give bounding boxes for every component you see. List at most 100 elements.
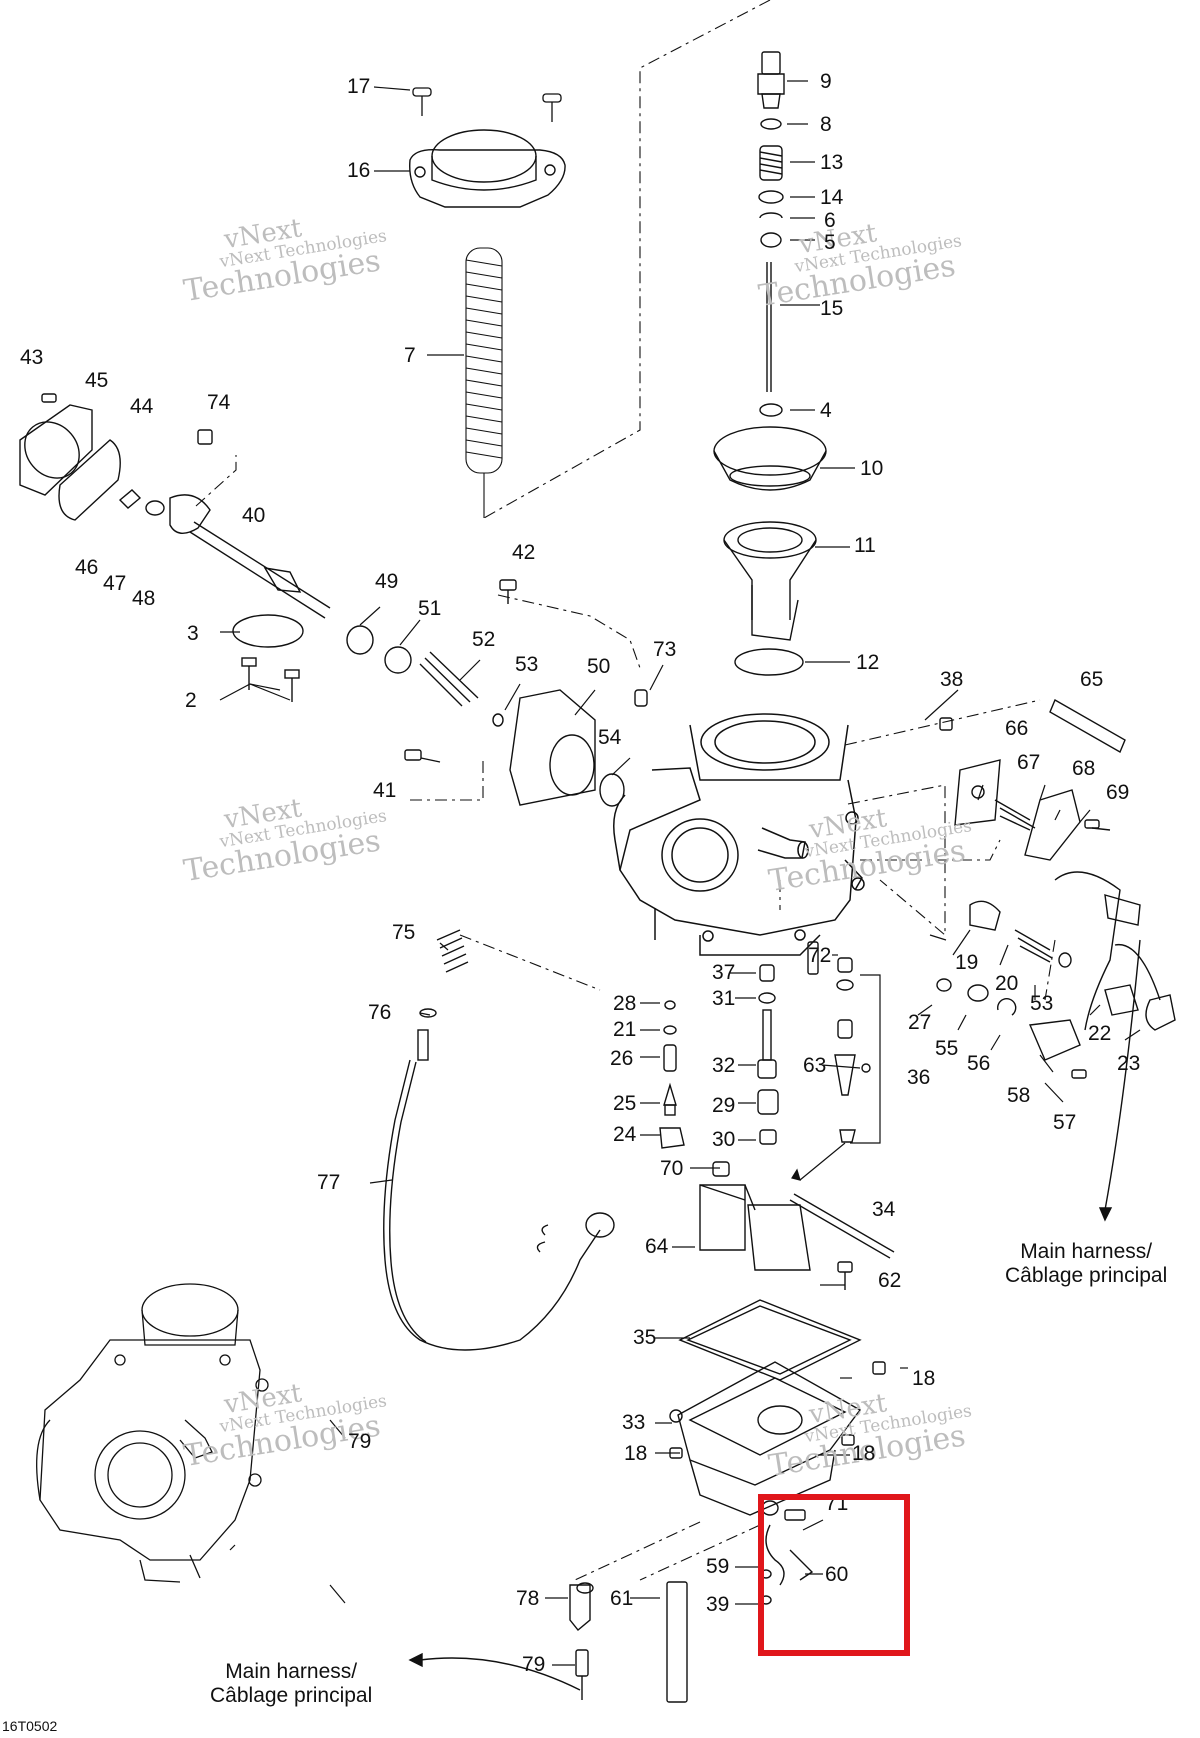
callout-label: 16 bbox=[347, 159, 371, 182]
callout-label: 58 bbox=[1007, 1084, 1031, 1107]
callout-label: 42 bbox=[512, 541, 536, 564]
callout-label: 69 bbox=[1106, 781, 1130, 804]
callout-label: 13 bbox=[820, 151, 844, 174]
bypass-group bbox=[346, 579, 648, 807]
callout-label: 18 bbox=[624, 1442, 648, 1465]
callout-label: 73 bbox=[653, 638, 677, 661]
jet-parts bbox=[659, 941, 871, 1177]
main-harness-note: Main harness/ Câblage principal bbox=[210, 1660, 373, 1708]
callout-label: 9 bbox=[820, 70, 832, 93]
callout-label: 59 bbox=[706, 1555, 730, 1578]
callout-label: 51 bbox=[418, 597, 442, 620]
callout-label: 10 bbox=[860, 457, 884, 480]
callout-label: 75 bbox=[392, 921, 416, 944]
callout-label: 61 bbox=[610, 1587, 634, 1610]
assembled-carburetor bbox=[36, 1283, 269, 1583]
callout-label: 15 bbox=[820, 297, 844, 320]
float-and-pin bbox=[699, 1184, 895, 1290]
needle-stack bbox=[757, 51, 785, 417]
callout-label: 45 bbox=[85, 369, 109, 392]
construction-lines bbox=[195, 0, 1056, 1581]
callout-label: 57 bbox=[1053, 1111, 1077, 1134]
callout-label: 25 bbox=[613, 1092, 637, 1115]
callout-label: 55 bbox=[935, 1037, 959, 1060]
callout-label: 64 bbox=[645, 1235, 669, 1258]
callout-label: 74 bbox=[207, 391, 231, 414]
callout-label: 18 bbox=[852, 1442, 876, 1465]
callout-label: 2 bbox=[185, 689, 197, 712]
callout-label: 17 bbox=[347, 75, 371, 98]
callout-label: 77 bbox=[317, 1171, 341, 1194]
callout-label: 50 bbox=[587, 655, 611, 678]
callout-label: 29 bbox=[712, 1094, 736, 1117]
callout-label: 8 bbox=[820, 113, 832, 136]
callout-label: 76 bbox=[368, 1001, 392, 1024]
float-bowl bbox=[669, 1299, 886, 1516]
main-harness-note: Main harness/ Câblage principal bbox=[1005, 1240, 1168, 1288]
throttle-shaft bbox=[19, 393, 331, 702]
callout-label: 23 bbox=[1117, 1052, 1141, 1075]
callout-label: 24 bbox=[613, 1123, 637, 1146]
callout-label: 44 bbox=[130, 395, 154, 418]
callout-label: 4 bbox=[820, 399, 832, 422]
callout-label: 27 bbox=[908, 1011, 932, 1034]
callout-label: 68 bbox=[1072, 757, 1096, 780]
callout-label: 52 bbox=[472, 628, 496, 651]
callout-label: 19 bbox=[955, 951, 979, 974]
callout-label: 28 bbox=[613, 992, 637, 1015]
callout-label: 66 bbox=[1005, 717, 1029, 740]
callout-label: 20 bbox=[995, 972, 1019, 995]
callout-label: 21 bbox=[613, 1018, 637, 1041]
diaphragm-10 bbox=[713, 426, 827, 491]
callout-label: 54 bbox=[598, 726, 622, 749]
cover-screws bbox=[412, 87, 562, 122]
highlight-box bbox=[758, 1494, 910, 1656]
callout-label: 18 bbox=[912, 1367, 936, 1390]
callout-label: 22 bbox=[1088, 1022, 1112, 1045]
callout-label: 72 bbox=[808, 944, 832, 967]
callout-label: 32 bbox=[712, 1054, 736, 1077]
callout-label: 43 bbox=[20, 346, 44, 369]
callout-label: 67 bbox=[1017, 751, 1041, 774]
callout-label: 35 bbox=[633, 1326, 657, 1349]
callout-label: 39 bbox=[706, 1593, 730, 1616]
callout-label: 53 bbox=[515, 653, 539, 676]
callout-label: 40 bbox=[242, 504, 266, 527]
callout-label: 7 bbox=[404, 344, 416, 367]
callout-label: 11 bbox=[854, 534, 876, 557]
leader-lines bbox=[219, 80, 1141, 1666]
callout-label: 38 bbox=[940, 668, 964, 691]
callout-label: 79 bbox=[522, 1653, 546, 1676]
callout-label: 70 bbox=[660, 1157, 684, 1180]
callout-label: 41 bbox=[373, 779, 397, 802]
harness-arrows bbox=[408, 939, 1141, 1691]
callout-label: 14 bbox=[820, 186, 844, 209]
callout-label: 79 bbox=[348, 1430, 372, 1453]
part-36-bracket bbox=[791, 974, 881, 1181]
drain-parts bbox=[569, 1500, 814, 1703]
callout-label: 63 bbox=[803, 1054, 827, 1077]
callout-label: 31 bbox=[712, 987, 736, 1010]
callout-label: 62 bbox=[878, 1269, 902, 1292]
callout-label: 34 bbox=[872, 1198, 896, 1221]
drawing-code: 16T0502 bbox=[2, 1718, 58, 1734]
callout-label: 47 bbox=[103, 572, 127, 595]
carburetor-body bbox=[613, 713, 865, 956]
callout-label: 3 bbox=[187, 622, 199, 645]
callout-label: 6 bbox=[824, 209, 836, 232]
callout-label: 53 bbox=[1030, 992, 1054, 1015]
o-ring-12 bbox=[734, 648, 804, 676]
callout-label: 30 bbox=[712, 1128, 736, 1151]
callout-label: 36 bbox=[907, 1066, 931, 1089]
top-cover bbox=[409, 129, 566, 208]
slide-11 bbox=[723, 521, 817, 641]
callout-label: 5 bbox=[824, 231, 836, 254]
choke-cable bbox=[383, 929, 615, 1351]
right-parts bbox=[936, 698, 1176, 1079]
callout-label: 60 bbox=[825, 1563, 849, 1586]
callout-label: 65 bbox=[1080, 668, 1104, 691]
callout-label: 49 bbox=[375, 570, 399, 593]
callout-label: 12 bbox=[856, 651, 880, 674]
